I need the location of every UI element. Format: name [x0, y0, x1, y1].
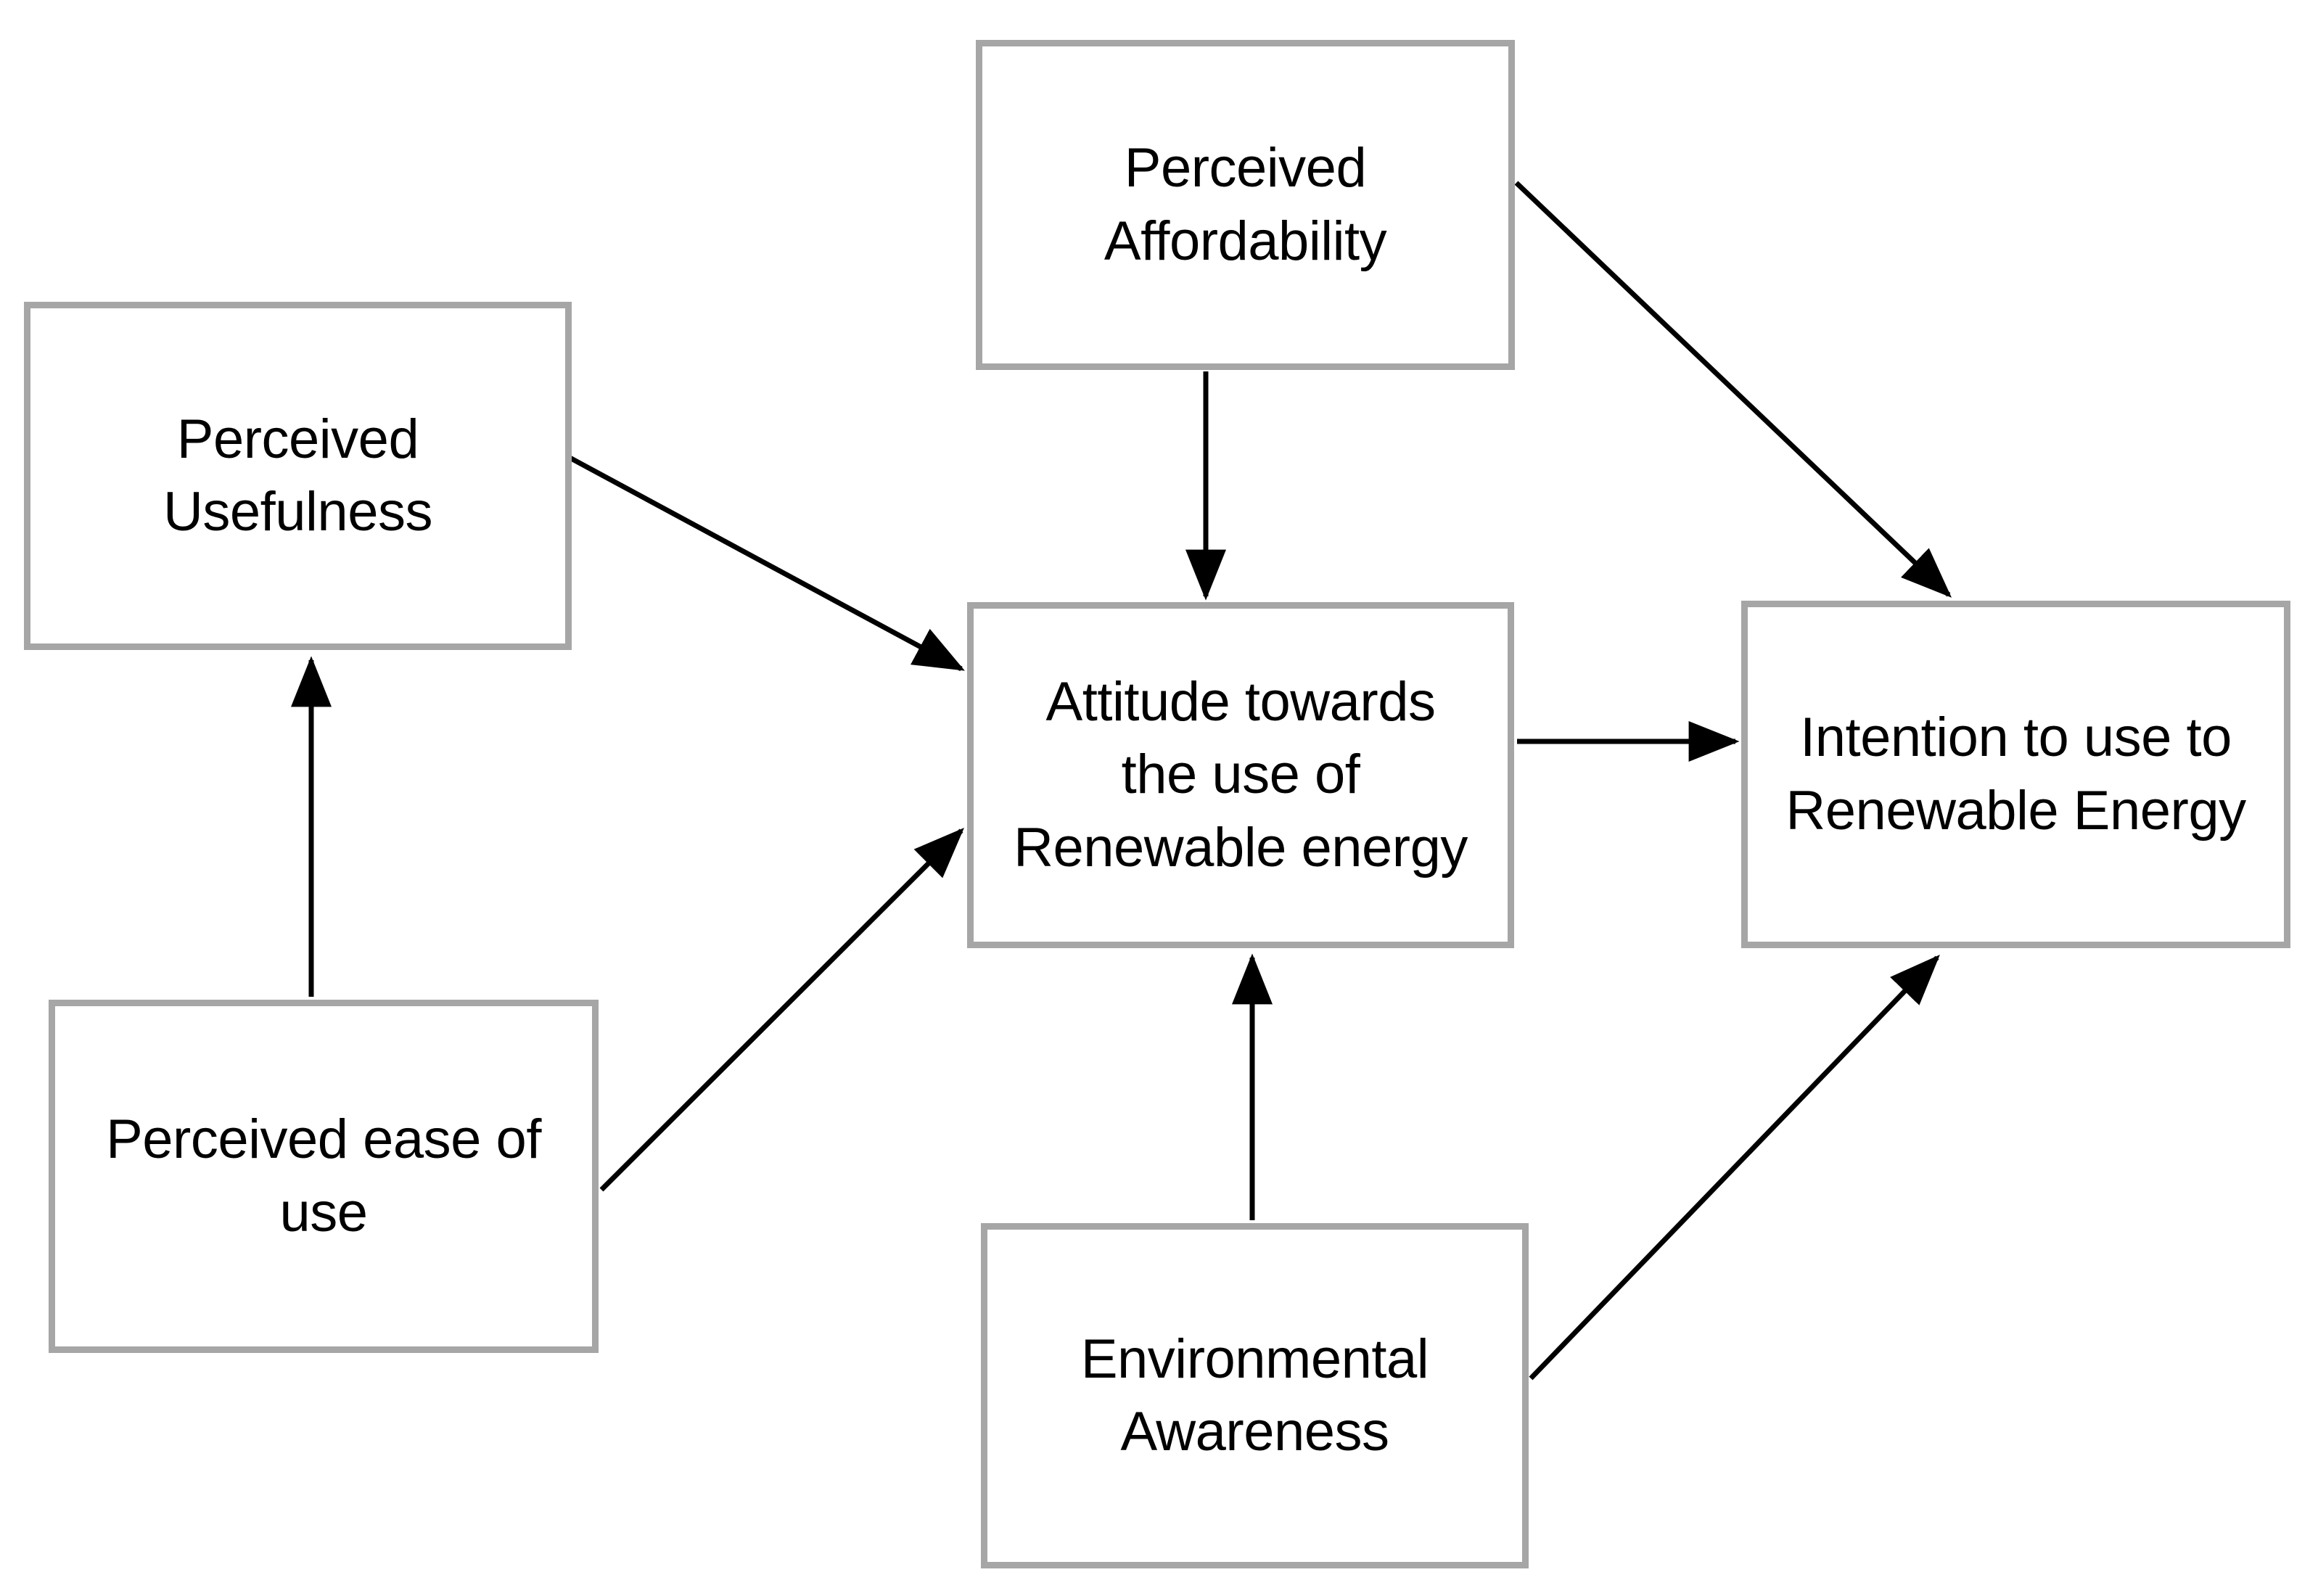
node-perceived-affordability[interactable]: Perceived Affordability	[976, 40, 1515, 370]
node-attitude-towards-use-of-renewable-energy[interactable]: Attitude towards the use of Renewable en…	[967, 602, 1514, 948]
node-label: Intention to use to Renewable Energy	[1785, 707, 2246, 842]
node-intention-to-use-renewable-energy[interactable]: Intention to use to Renewable Energy	[1741, 601, 2290, 948]
node-label: Perceived Affordability	[1103, 137, 1387, 272]
edge-ease-of-use-to-attitude	[599, 828, 964, 1192]
node-label: Perceived Usefulness	[163, 408, 432, 543]
node-perceived-ease-of-use[interactable]: Perceived ease of use	[49, 1000, 599, 1353]
node-label: Attitude towards the use of Renewable en…	[1014, 671, 1468, 879]
node-perceived-usefulness[interactable]: Perceived Usefulness	[24, 302, 572, 650]
node-environmental-awareness[interactable]: Environmental Awareness	[981, 1223, 1529, 1568]
edge-pu-to-attitude	[563, 452, 965, 672]
node-label: Environmental Awareness	[1080, 1328, 1429, 1463]
edge-affordability-to-intention	[1514, 181, 1952, 598]
edge-awareness-to-intention	[1529, 954, 1940, 1381]
node-label: Perceived ease of use	[106, 1108, 541, 1243]
